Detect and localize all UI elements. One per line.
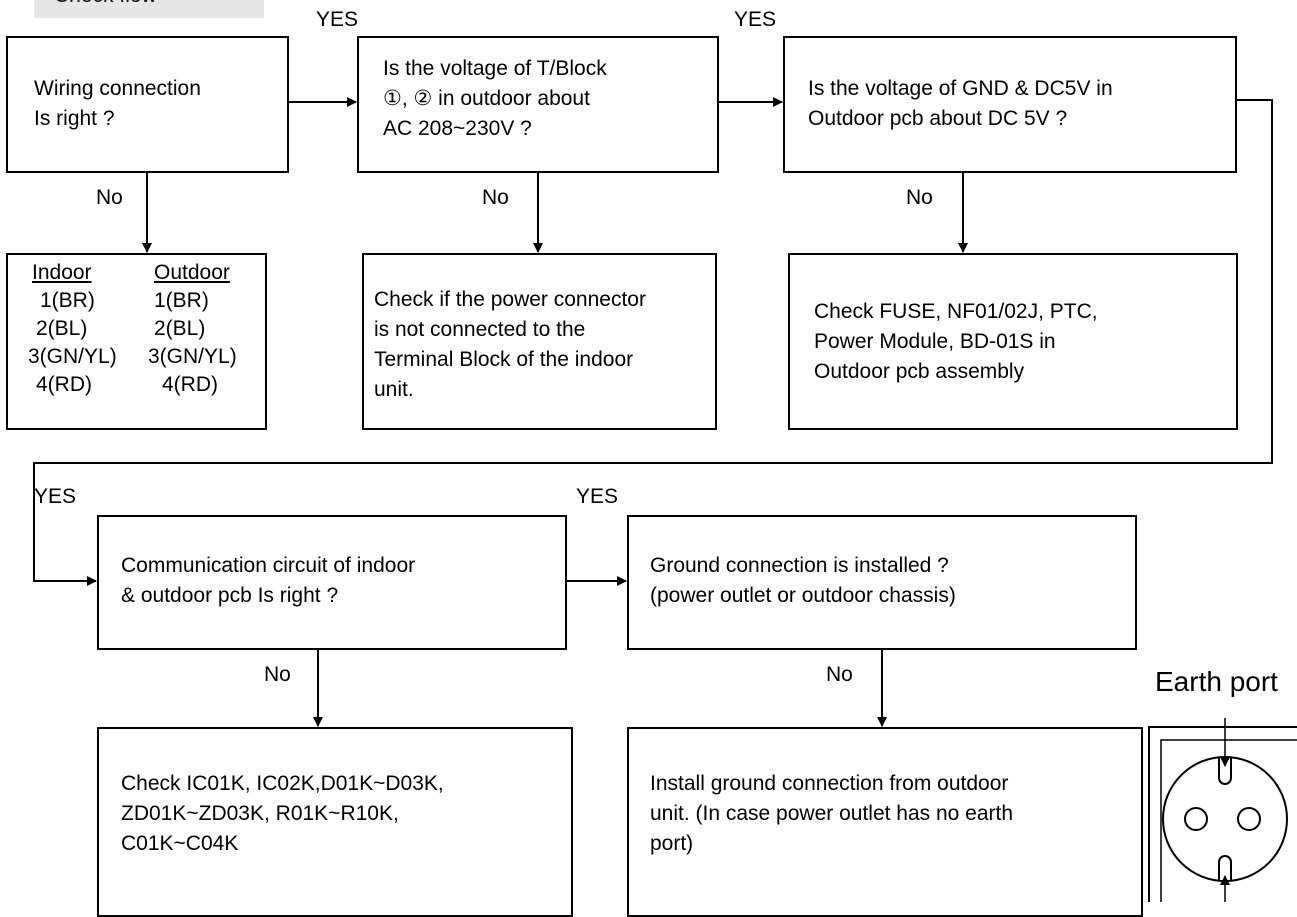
- action-check-power-connector: Check if the power connector is not conn…: [362, 253, 717, 430]
- no-label-2: No: [482, 186, 509, 209]
- wiring-header-indoor: Indoor: [32, 261, 92, 284]
- decision-terminal-text: Is the voltage of T/Block ①, ② in outdoo…: [383, 57, 607, 140]
- decision-wiring-connection: Wiring connection Is right ?: [6, 36, 289, 173]
- decision-dc5v-voltage: Is the voltage of GND & DC5V in Outdoor …: [783, 36, 1237, 173]
- decision-wiring-text: Wiring connection Is right ?: [34, 77, 201, 130]
- decision-ground-text: Ground connection is installed ? (power …: [650, 554, 956, 607]
- arrow-step3-step4: [33, 99, 1273, 586]
- decision-terminal-voltage: Is the voltage of T/Block ①, ② in outdoo…: [357, 36, 719, 173]
- wiring-cell: 2(BL): [36, 317, 88, 340]
- action-install-ground: Install ground connection from outdoor u…: [627, 727, 1143, 917]
- no-label-4: No: [264, 663, 291, 686]
- action-check-ic-components: Check IC01K, IC02K,D01K~D03K, ZD01K~ZD03…: [97, 727, 573, 917]
- check-flow-title: Check flow: [54, 0, 157, 8]
- action-install-ground-text: Install ground connection from outdoor u…: [650, 772, 1014, 855]
- yes-label-4: YES: [576, 485, 619, 508]
- no-label-1: No: [96, 186, 123, 209]
- decision-communication-text: Communication circuit of indoor & outdoo…: [121, 554, 416, 607]
- wiring-cell: 4(RD): [36, 373, 92, 396]
- wiring-cell: 3(GN/YL): [28, 345, 117, 368]
- wiring-col-outdoor: Outdoor 1(BR) 2(BL) 3(GN/YL) 4(RD): [148, 259, 237, 399]
- yes-label-3: YES: [34, 485, 77, 508]
- yes-label-2: YES: [734, 8, 777, 31]
- decision-dc5v-text: Is the voltage of GND & DC5V in Outdoor …: [808, 77, 1113, 130]
- no-label-3: No: [906, 186, 933, 209]
- wiring-cell: 2(BL): [154, 317, 206, 340]
- no-label-5: No: [826, 663, 853, 686]
- wiring-table: Indoor 1(BR) 2(BL) 3(GN/YL) 4(RD) Outdoo…: [6, 253, 267, 430]
- earth-port-illustration: [1148, 718, 1297, 902]
- action-fuse-text: Check FUSE, NF01/02J, PTC, Power Module,…: [814, 300, 1098, 383]
- action-power-connector-text: Check if the power connector is not conn…: [374, 288, 646, 401]
- wiring-cell: 3(GN/YL): [148, 345, 237, 368]
- wiring-header-outdoor: Outdoor: [154, 261, 230, 284]
- wiring-col-indoor: Indoor 1(BR) 2(BL) 3(GN/YL) 4(RD): [28, 259, 117, 399]
- earth-port-label: Earth port: [1155, 666, 1278, 697]
- wiring-cell: 4(RD): [162, 373, 218, 396]
- action-ic-components-text: Check IC01K, IC02K,D01K~D03K, ZD01K~ZD03…: [121, 772, 444, 855]
- wiring-cell: 1(BR): [40, 289, 95, 312]
- wiring-cell: 1(BR): [154, 289, 209, 312]
- decision-communication-circuit: Communication circuit of indoor & outdoo…: [97, 515, 567, 650]
- yes-label-1: YES: [316, 8, 359, 31]
- action-check-fuse: Check FUSE, NF01/02J, PTC, Power Module,…: [788, 253, 1238, 430]
- check-flow-tab: Check flow: [34, 0, 264, 18]
- decision-ground-connection: Ground connection is installed ? (power …: [627, 515, 1137, 650]
